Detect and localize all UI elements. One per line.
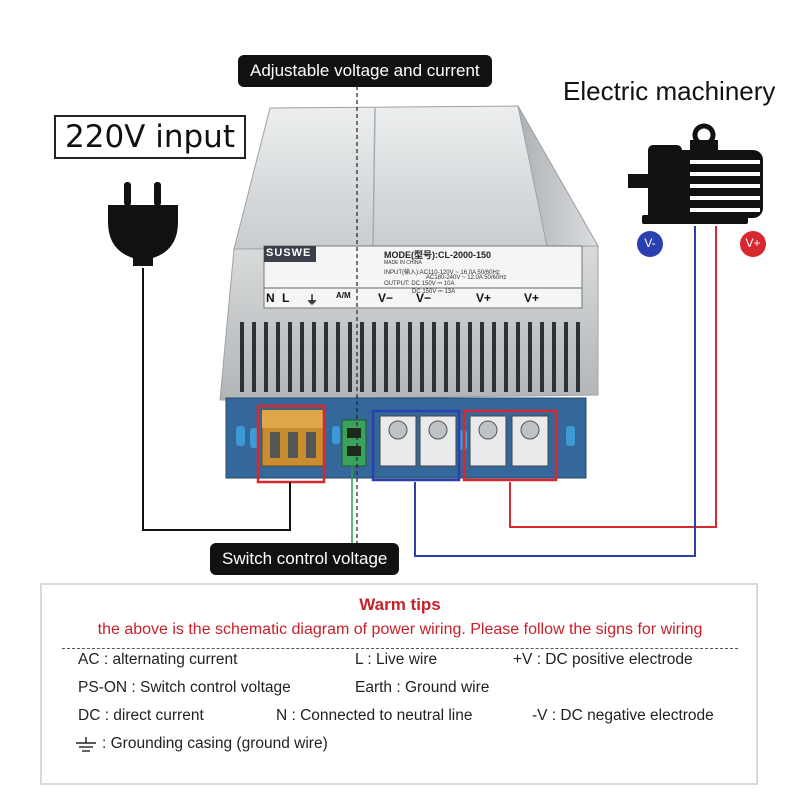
brand-label: SUSWE	[266, 247, 312, 259]
v-plus-label: V+	[745, 236, 761, 250]
def-positive: +V : DC positive electrode	[513, 651, 693, 668]
terminal-v-minus-2: V−	[416, 291, 432, 305]
motor-title: Electric machinery	[563, 76, 776, 106]
output-spec-2: DC 150V ⎓ 13A	[412, 289, 456, 295]
terminal-v-plus-2: V+	[524, 291, 540, 305]
electric-motor-icon	[628, 123, 763, 224]
v-plus-badge	[740, 231, 766, 257]
power-plug-icon	[108, 182, 178, 266]
terminal-am: A/M	[336, 291, 351, 300]
input-wire	[142, 268, 291, 531]
def-neutral: N : Connected to neutral line	[276, 707, 473, 724]
warm-tips-panel	[40, 583, 758, 785]
def-earth: Earth : Ground wire	[355, 679, 490, 696]
v-plus-highlight	[462, 409, 558, 482]
terminal-labels: N L ⏚ A/M V− V− V+ V+	[266, 291, 580, 308]
warm-tips-subtitle: the above is the schematic diagram of po…	[97, 621, 703, 638]
def-live: L : Live wire	[355, 651, 438, 668]
power-supply-unit	[219, 105, 599, 484]
def-ps-on: PS-ON : Switch control voltage	[78, 679, 291, 696]
adjustable-tag: Adjustable voltage and current	[238, 55, 492, 87]
warm-tips-title: Warm tips	[359, 595, 441, 614]
switch-control-tag: Switch control voltage	[210, 543, 400, 575]
def-ac: AC : alternating current	[78, 651, 238, 668]
positive-wire	[509, 226, 717, 528]
v-minus-highlight	[371, 409, 461, 482]
model-label: MODE(型号):CL-2000-150	[384, 250, 492, 260]
v-minus-badge	[637, 231, 663, 257]
v-minus-label: V-	[644, 236, 656, 250]
label-plate	[263, 245, 583, 309]
def-ground: : Grounding casing (ground wire)	[102, 735, 328, 752]
terminal-n: N	[266, 291, 275, 305]
tips-divider	[62, 648, 738, 649]
input-spec-1: INPUT(输入):AC110-120V ~ 16.0A 50/60Hz	[384, 270, 500, 276]
def-dc: DC : direct current	[78, 707, 204, 724]
vent-slots	[240, 322, 580, 392]
terminal-l: L	[282, 291, 290, 305]
input-voltage-title: 220V input	[54, 115, 246, 159]
output-spec-1: OUTPUT: DC 150V ⎓ 10A	[384, 281, 455, 287]
terminal-v-plus-1: V+	[476, 291, 492, 305]
made-in-label: MADE IN CHINA	[384, 260, 422, 266]
dc-terminals	[379, 415, 549, 467]
switch-connector	[341, 419, 367, 467]
def-negative: -V : DC negative electrode	[532, 707, 714, 724]
terminal-ground: ⏚	[306, 293, 319, 307]
negative-wire	[414, 226, 696, 557]
input-spec-2: AC180-240V ~ 12.0A 50/60Hz	[426, 275, 507, 281]
ground-icon	[76, 737, 96, 752]
terminal-v-minus-1: V−	[378, 291, 394, 305]
